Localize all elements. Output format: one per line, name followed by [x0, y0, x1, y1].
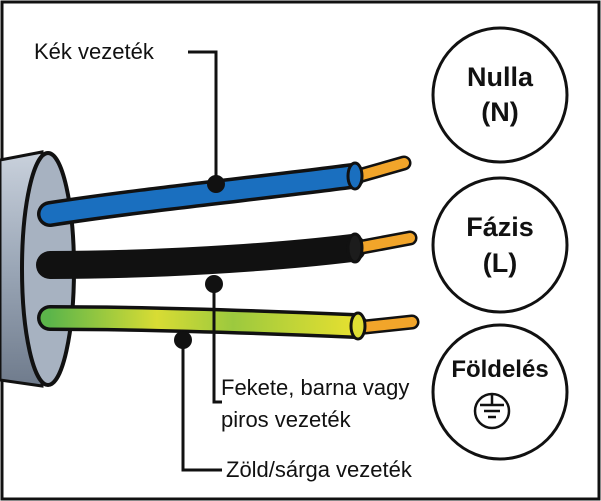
black-wire-leader — [205, 275, 223, 404]
blue-wire-label: Kék vezeték — [34, 39, 155, 64]
black-wire-label-line2: piros vezeték — [221, 407, 352, 432]
blue-wire-leader — [188, 50, 225, 193]
phase-code: (L) — [483, 248, 517, 278]
blue-wire — [37, 155, 412, 227]
phase-title: Fázis — [466, 212, 534, 242]
black-wire — [36, 230, 418, 279]
neutral-circle: Nulla (N) — [431, 26, 569, 164]
neutral-code: (N) — [481, 97, 518, 127]
neutral-title: Nulla — [467, 62, 534, 92]
earth-title: Földelés — [451, 356, 548, 383]
black-wire-label-line1: Fekete, barna vagy — [221, 375, 409, 400]
green-yellow-wire-leader — [174, 331, 222, 472]
green-yellow-wire — [37, 305, 420, 341]
earth-circle: Földelés — [431, 323, 569, 461]
green-yellow-wire-label: Zöld/sárga vezeték — [226, 457, 413, 482]
phase-circle: Fázis (L) — [431, 176, 569, 314]
ground-symbol-icon — [473, 392, 511, 430]
